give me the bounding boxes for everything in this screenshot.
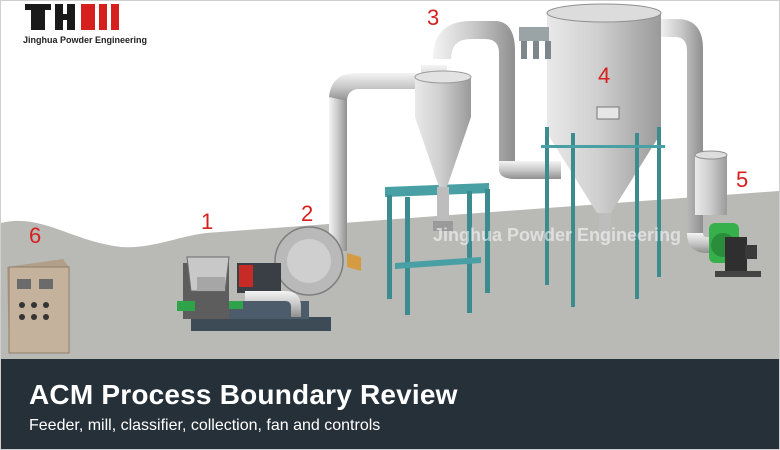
process-illustration: Jinghua Powder Engineering <box>1 3 779 359</box>
brand-name: Jinghua Powder Engineering <box>23 35 147 45</box>
caption-title: ACM Process Boundary Review <box>29 379 458 410</box>
callout-4: 4 <box>598 63 610 88</box>
caption-subtitle: Feeder, mill, classifier, collection, fa… <box>29 417 381 434</box>
induced-draft-fan <box>694 150 761 277</box>
acm-mill-assembly <box>177 226 361 331</box>
callout-2: 2 <box>301 201 313 226</box>
callout-6: 6 <box>29 223 41 248</box>
caption-bar: ACM Process Boundary Review Feeder, mill… <box>1 359 779 449</box>
control-cabinet <box>7 259 70 354</box>
watermark-text: Jinghua Powder Engineering <box>433 225 681 245</box>
callout-3: 3 <box>427 5 439 30</box>
callout-5: 5 <box>736 167 748 192</box>
bag-filter-collector <box>519 3 665 307</box>
cyclone-classifier <box>385 70 490 315</box>
brand-logo <box>25 4 119 30</box>
callout-1: 1 <box>201 209 213 234</box>
